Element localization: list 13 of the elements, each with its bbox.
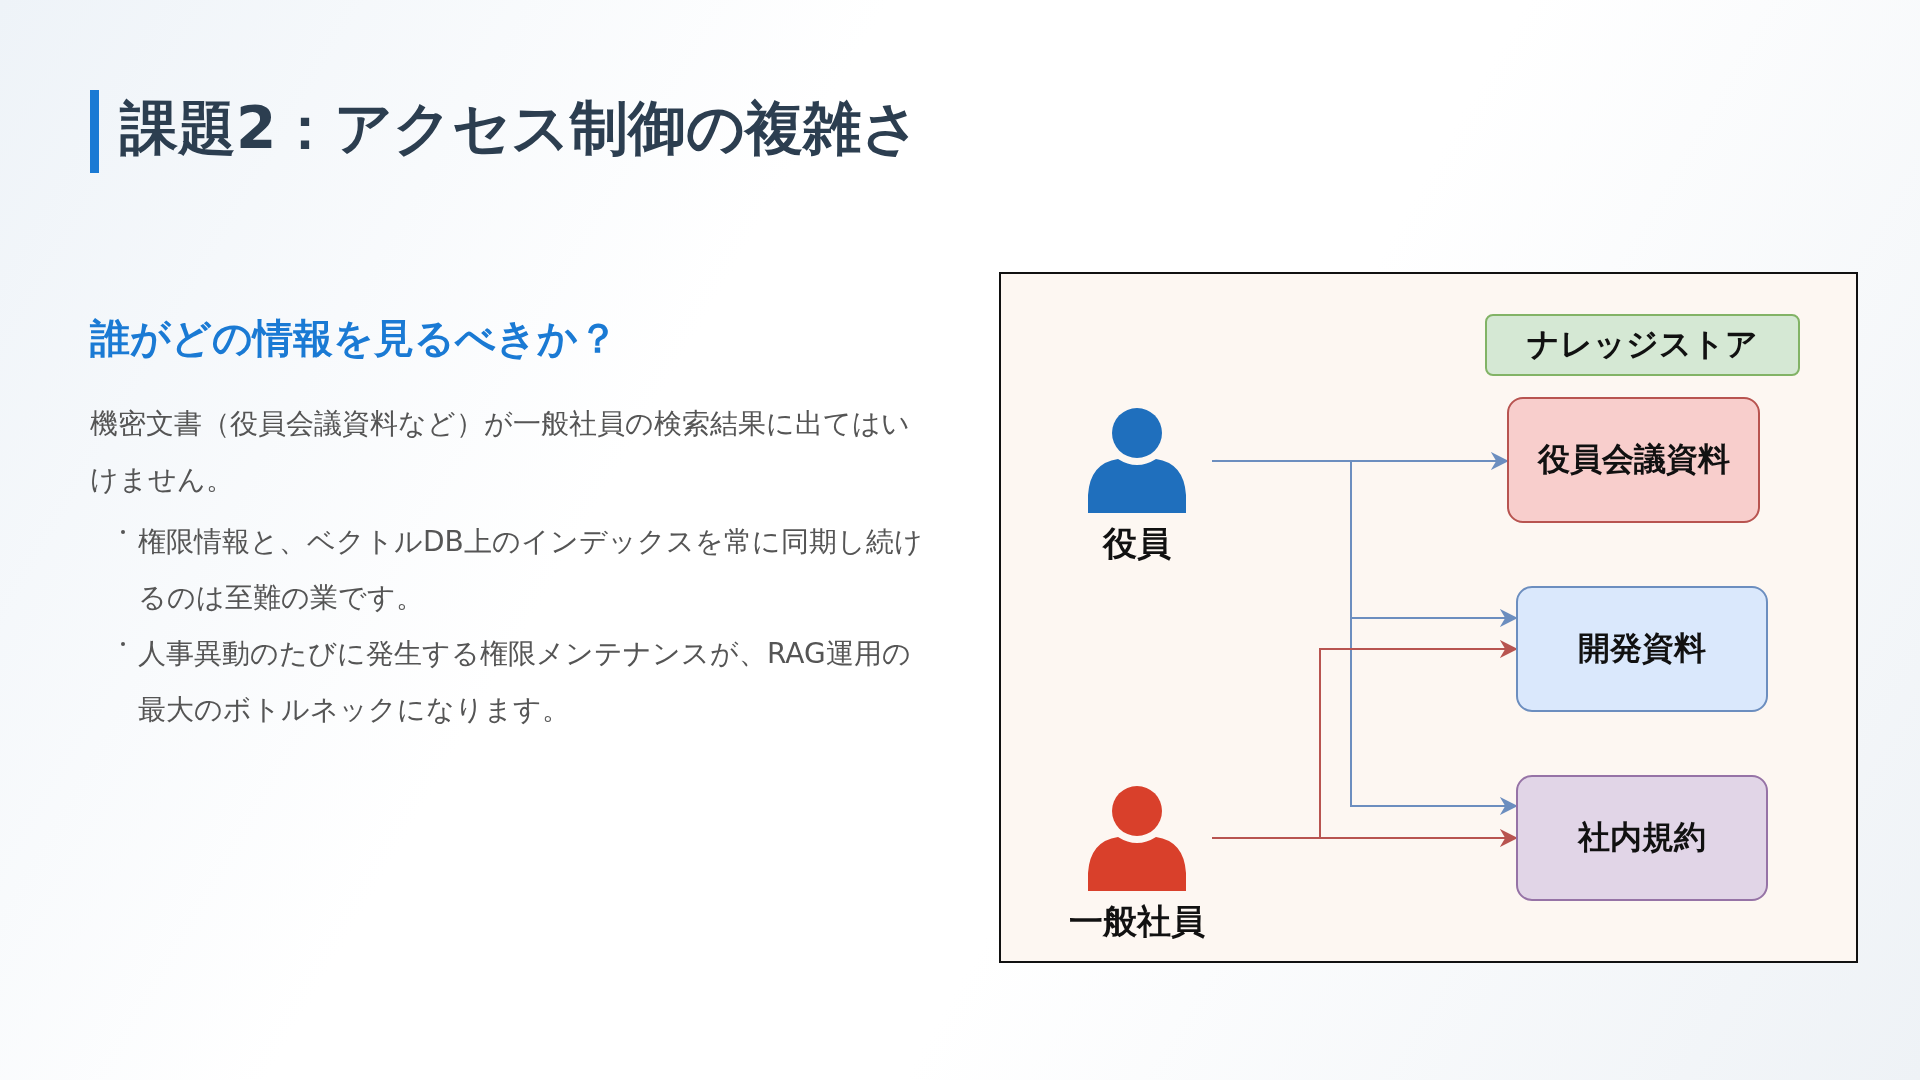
arrow	[1211, 829, 1518, 847]
bullet-text: 権限情報と、ベクトルDB上のインデックスを常に同期し続けるのは至難の業です。	[138, 524, 924, 616]
store-header-box: ナレッジストア	[1485, 314, 1800, 376]
person-label: 一般社員	[1068, 901, 1206, 941]
document-box: 役員会議資料	[1507, 397, 1760, 523]
slide-title: 課題2：アクセス制御の複雑さ	[120, 93, 921, 164]
person-label: 役員	[1101, 523, 1172, 563]
arrow	[1211, 460, 1518, 815]
bullet-text: 人事異動のたびに発生する権限メンテナンスが、RAG運用の最大のボトルネックになります。	[138, 636, 912, 728]
document-box: 開発資料	[1516, 586, 1768, 712]
document-box: 社内規約	[1516, 775, 1768, 901]
section-heading: 誰がどの情報を見るべきか？	[90, 314, 619, 363]
body-text: 機密文書（役員会議資料など）が一般社員の検索結果に出てはいけません。	[90, 406, 911, 498]
